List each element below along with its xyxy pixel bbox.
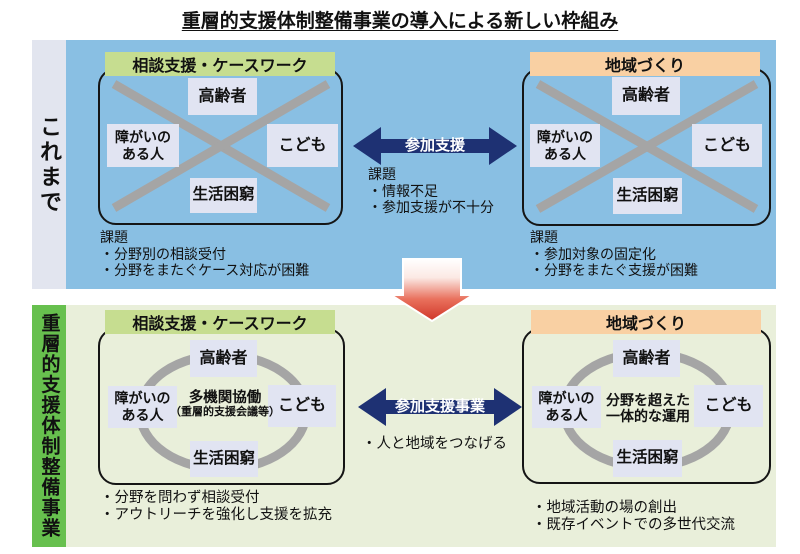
issue-line: 課題 — [100, 229, 128, 245]
after-side-label: 重層的支援体制整備事業 — [32, 305, 66, 547]
category-box-children: こども — [267, 124, 338, 167]
category-box-children: こども — [694, 385, 763, 427]
category-box-children: こども — [268, 385, 336, 427]
page-title-text: 重層的支援体制整備事業の導入による新しい枠組み — [181, 11, 619, 32]
category-box-poverty: 生活困窮 — [190, 178, 257, 213]
after-arrow-label: 参加支援事業 — [394, 398, 485, 415]
category-box-poverty: 生活困窮 — [613, 440, 682, 477]
before-side-label: これまで — [32, 40, 66, 289]
category-box-poverty: 生活困窮 — [613, 178, 682, 214]
after-community-center-note: 分野を超えた 一体的な運用 — [584, 392, 712, 424]
note-line: ・既存イベントでの多世代交流 — [532, 517, 735, 533]
before-arrow-label: 参加支援 — [404, 137, 465, 154]
category-box-disabled: 障がいの ある人 — [530, 124, 600, 167]
before-community-header: 地域づくり — [530, 52, 760, 76]
note-line: ・分野を問わず相談受付 — [100, 490, 260, 506]
category-box-elderly: 高齢者 — [612, 77, 680, 115]
after-arrow-note: ・人と地域をつなげる — [362, 436, 507, 452]
category-box-disabled: 障がいの ある人 — [107, 124, 179, 167]
participation-arrow-icon — [358, 388, 522, 426]
cross-icon — [111, 80, 331, 212]
center-note-line: （重層的支援会議等） — [170, 406, 280, 418]
before-community-issues: 課題 ・参加対象の固定化 ・分野をまたぐ支援が困難 — [530, 229, 698, 279]
category-box-children: こども — [692, 124, 762, 167]
after-consult-center-note: 多機関協働 （重層的支援会議等） — [155, 390, 295, 419]
category-box-disabled: 障がいの ある人 — [532, 386, 601, 428]
after-consult-header: 相談支援・ケースワーク — [105, 310, 335, 334]
category-box-elderly: 高齢者 — [613, 340, 680, 377]
issue-line: ・参加対象の固定化 — [530, 245, 656, 262]
issue-line: ・参加支援が不十分 — [368, 199, 494, 215]
category-box-disabled: 障がいの ある人 — [108, 386, 177, 428]
before-consult-header: 相談支援・ケースワーク — [105, 52, 335, 76]
issue-line: ・分野をまたぐ支援が困難 — [530, 262, 698, 278]
after-consult-notes: ・分野を問わず相談受付 ・アウトリーチを強化し支援を拡充 — [100, 490, 332, 524]
issue-line: 課題 — [368, 166, 396, 182]
participation-arrow-icon — [353, 127, 517, 165]
before-arrow-issues: 課題 ・情報不足 ・参加支援が不十分 — [368, 166, 494, 216]
issue-line: ・分野別の相談受付 — [100, 245, 226, 262]
note-line: ・地域活動の場の創出 — [532, 500, 677, 516]
cross-icon — [535, 80, 759, 213]
center-note-line: 一体的な運用 — [606, 408, 690, 424]
category-box-elderly: 高齢者 — [190, 340, 257, 377]
category-box-elderly: 高齢者 — [188, 78, 257, 115]
issue-line: ・情報不足 — [368, 182, 438, 199]
category-box-poverty: 生活困窮 — [190, 441, 258, 477]
after-community-header: 地域づくり — [531, 310, 761, 334]
down-arrow-icon — [390, 258, 474, 322]
before-consult-issues: 課題 ・分野別の相談受付 ・分野をまたぐケース対応が困難 — [100, 229, 309, 279]
issue-line: 課題 — [530, 229, 558, 245]
issue-line: ・分野をまたぐケース対応が困難 — [100, 262, 310, 278]
page-title: 重層的支援体制整備事業の導入による新しい枠組み — [0, 6, 800, 33]
after-community-notes: ・地域活動の場の創出 ・既存イベントでの多世代交流 — [532, 500, 735, 534]
center-note-line: 分野を超えた — [606, 392, 690, 408]
center-note-line: 多機関協働 — [188, 390, 262, 406]
note-line: ・アウトリーチを強化し支援を拡充 — [100, 507, 332, 523]
